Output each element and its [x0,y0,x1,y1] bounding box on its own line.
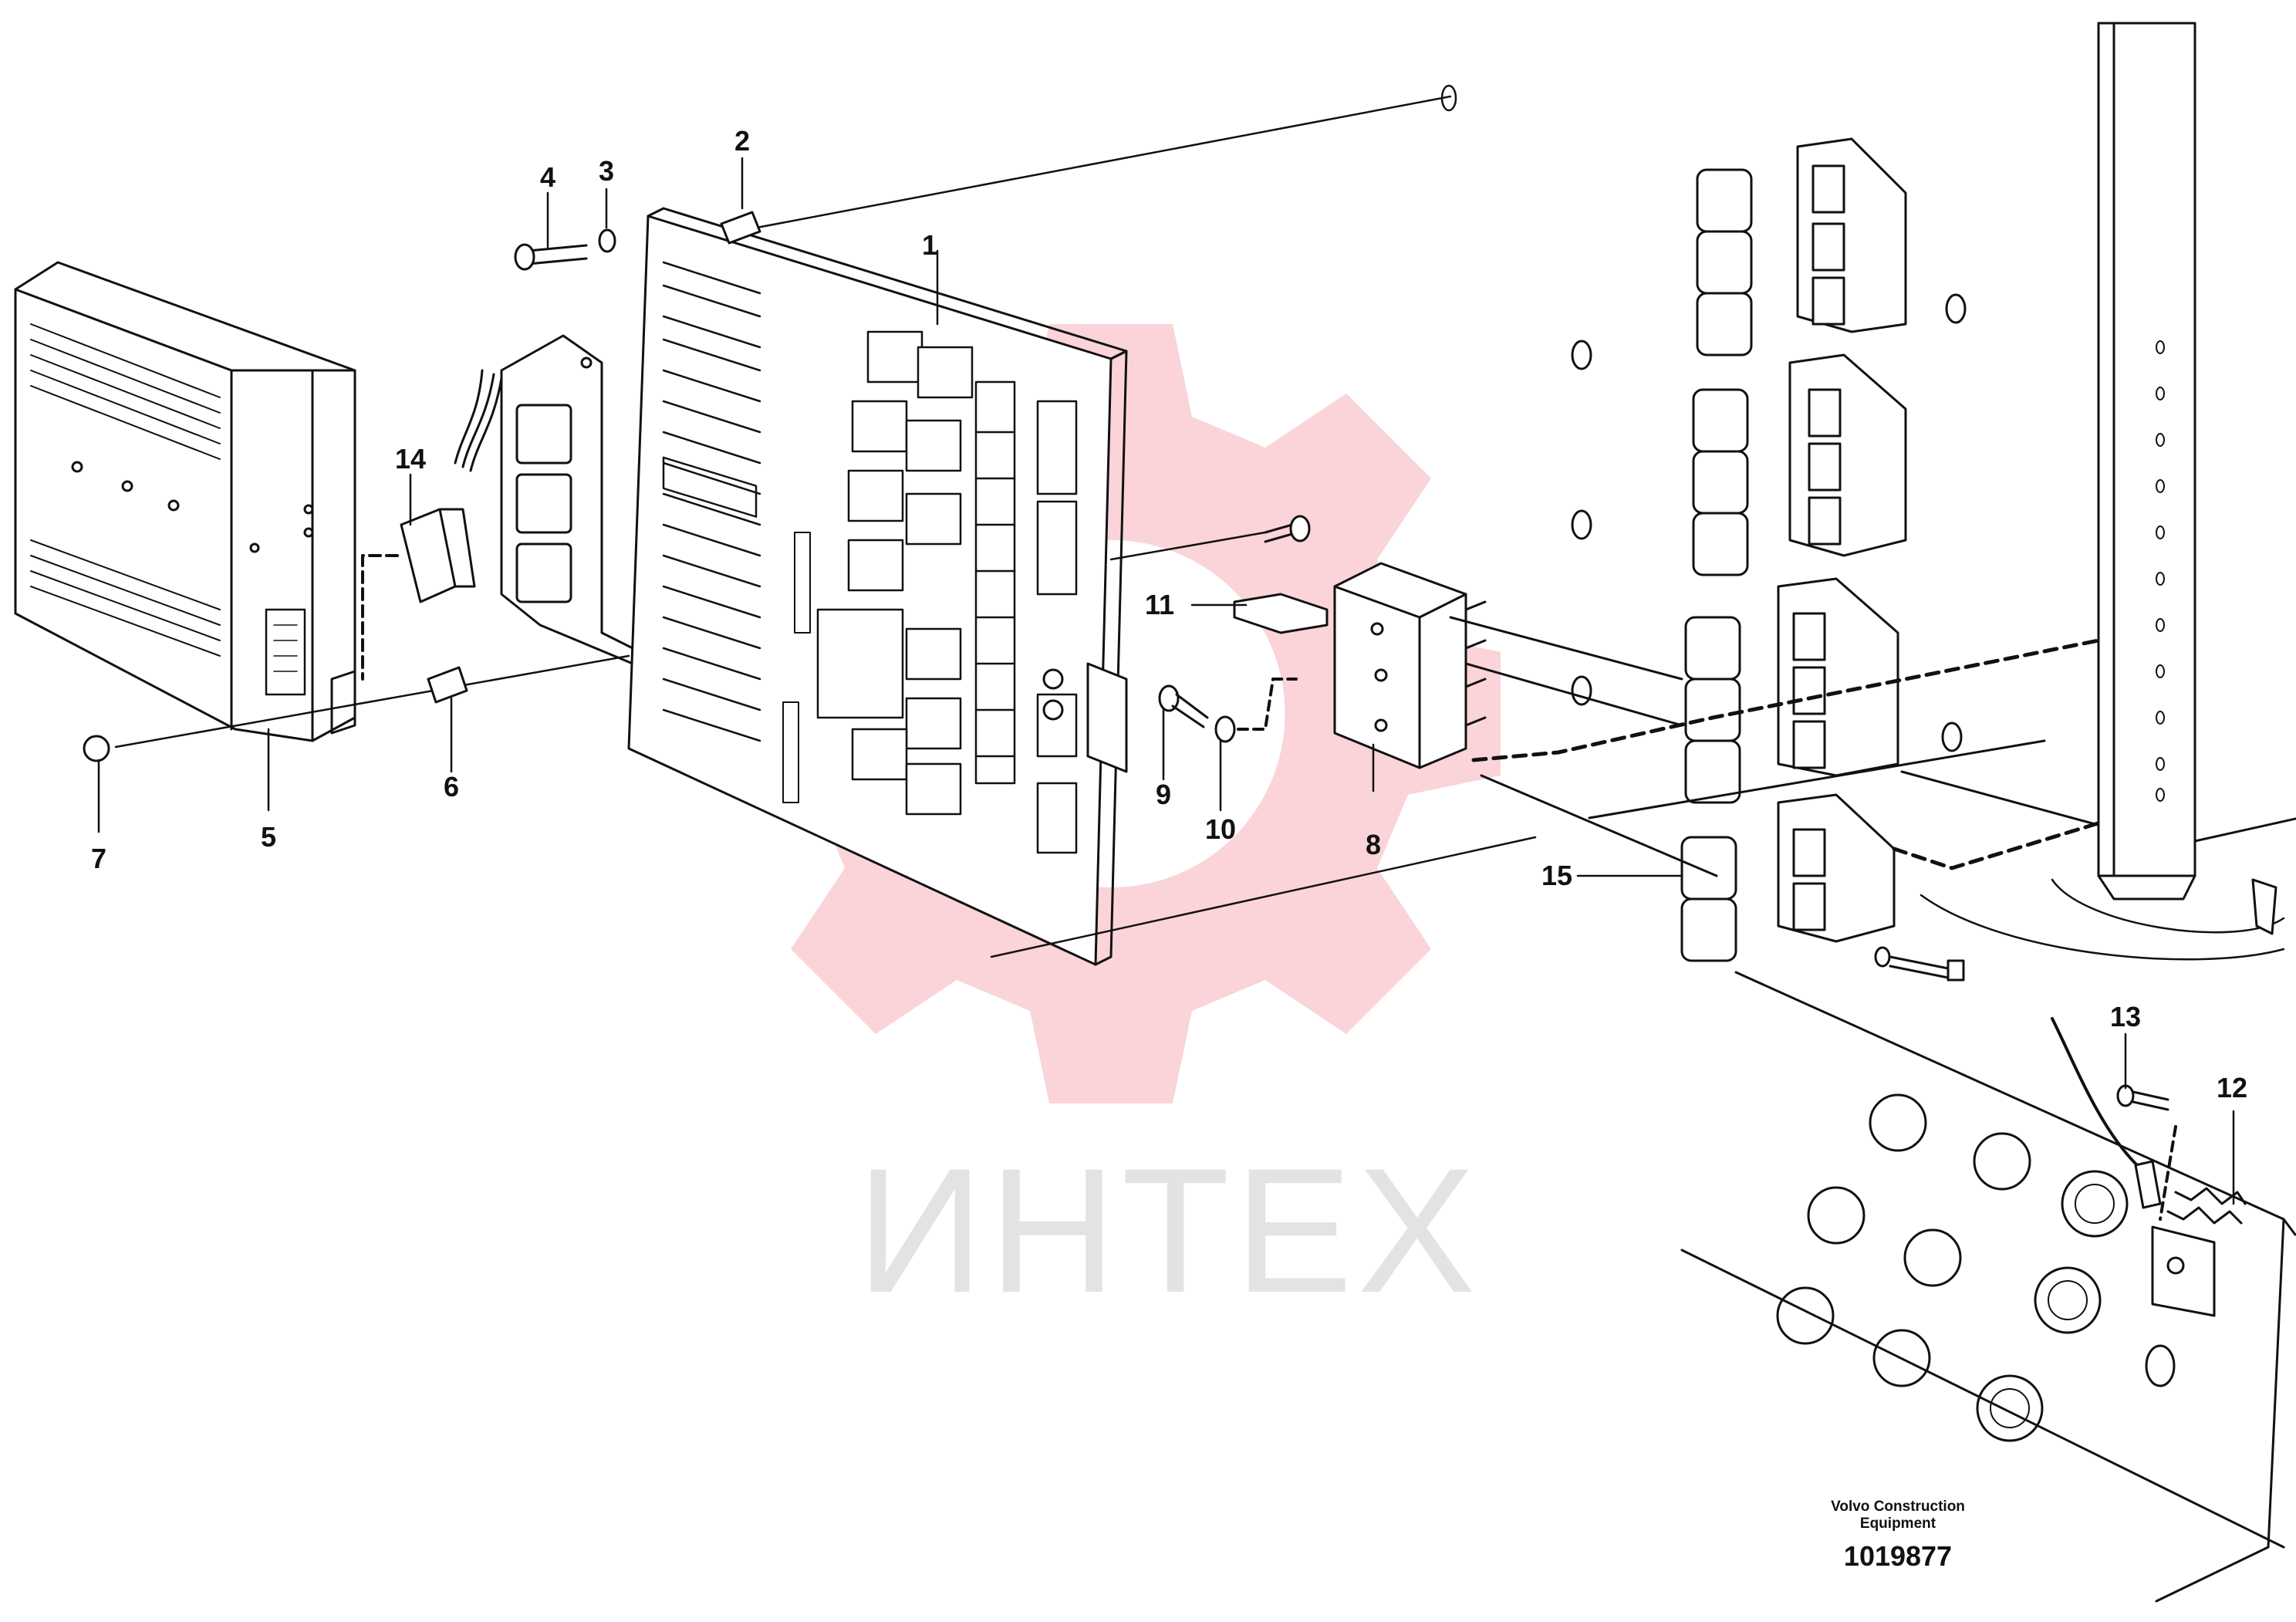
callout-1: 1 [921,229,938,261]
mounting-axis-line-top [743,95,1452,231]
mounting-axis-line-bottom [990,836,1537,958]
callout-14: 14 [394,443,427,475]
dashboard-panel [1680,971,2296,1603]
spacer-lower [427,666,468,704]
screw-lower [1158,684,1209,728]
drawing-number: 1019877 [1843,1539,1953,1572]
circuit-board [627,207,1128,966]
control-module-box [14,261,356,742]
manufacturer-name-line2: Equipment [1859,1515,1936,1532]
callout-4: 4 [539,161,556,193]
callout-15: 15 [1541,860,1573,891]
relay-column-mid [1692,353,1907,576]
nut-lower [83,735,110,762]
small-connector [1233,593,1329,634]
callout-8: 8 [1365,829,1382,860]
ground-screw [2051,1017,2169,1209]
relay-screw [1874,946,1965,982]
callout-11: 11 [1144,589,1175,620]
watermark-text: ИНТЕХ [856,1131,1481,1330]
relay-column-upper [1696,137,1907,357]
wiring-harness-connector [361,369,503,681]
spacer-top [720,211,761,245]
mounting-axis-line-mid [1109,531,1267,561]
callout-12: 12 [2216,1072,2248,1103]
relay-column-bottom [1680,793,1896,962]
terminal-strip [2151,1125,2247,1317]
manufacturer-credit: Volvo Construction Equipment 1019877 [1821,1499,1975,1572]
callout-leaders [97,157,2235,1205]
vertical-post [1920,22,2285,961]
washer-top [598,228,616,253]
callout-3: 3 [598,155,615,187]
callout-13: 13 [2109,1001,2142,1032]
relay-socket [1333,562,1487,769]
relay-column-lower [1684,577,1899,804]
board-screw [1264,515,1311,543]
washer-lower [1214,715,1236,743]
callout-10: 10 [1204,813,1237,845]
callout-9: 9 [1155,779,1172,810]
screw-top [514,243,588,271]
callout-6: 6 [443,771,460,803]
mounting-axis-line-left [114,654,630,748]
callout-2: 2 [734,125,751,157]
callout-7: 7 [90,843,107,874]
manufacturer-name-line1: Volvo Construction [1831,1499,1965,1515]
mounting-bracket [500,334,634,665]
callout-5: 5 [260,821,277,853]
